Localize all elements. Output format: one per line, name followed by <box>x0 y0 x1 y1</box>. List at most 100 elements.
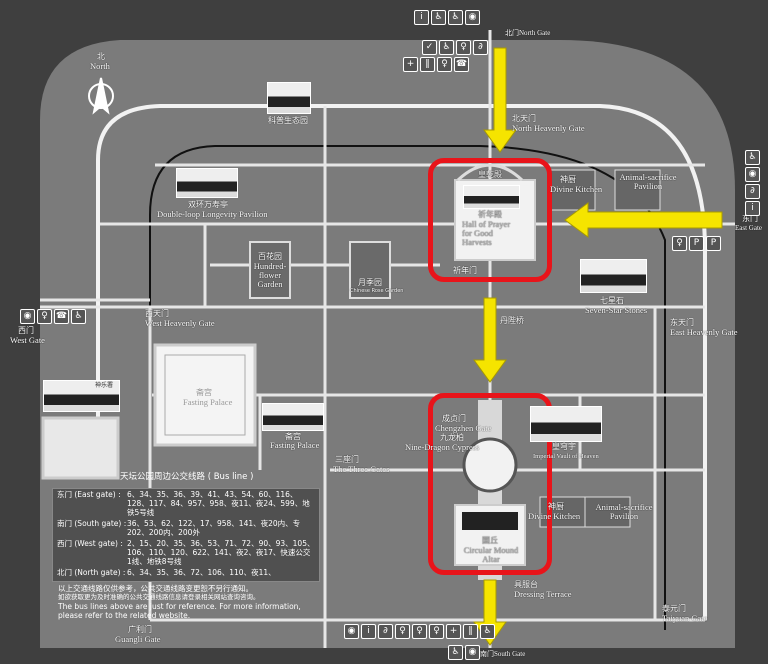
stroller-icon: ∂ <box>745 184 760 199</box>
bus-gate: 东门 (East gate) : <box>57 490 121 499</box>
east-heavenly-gate-cn: 东天门 <box>670 318 694 327</box>
guangli-gate-en: Guangli Gate <box>115 634 161 644</box>
fasting-palace-photo <box>262 403 324 431</box>
double-loop-en: Double-loop Longevity Pavilion <box>157 209 268 219</box>
north-heavenly-gate-cn: 北天门 <box>512 114 536 123</box>
hall-photo <box>463 185 520 209</box>
west-heavenly-gate-cn: 西天门 <box>145 309 169 318</box>
seven-star-photo <box>580 259 647 293</box>
music-office-photo <box>43 380 120 412</box>
music-office-compound <box>41 416 120 480</box>
cypress-cn: 九龙柏 <box>440 433 464 442</box>
locker-icon: ‖ <box>463 624 478 639</box>
bus-lines: 2、15、20、35、36、53、71、72、90、93、105、106、110… <box>127 539 315 566</box>
bus-note: 以上交通线路仅供参考，公共交通线路变更恕不另行通知。 如欲获取更为及时准确的公共… <box>58 584 301 620</box>
icons-north-mid: ✓♿♀∂ <box>422 40 488 55</box>
qinian-gate-label: 祈年门 <box>453 266 477 275</box>
toilet-icon: ♀ <box>437 57 452 72</box>
fasting-palace-compound <box>153 343 257 447</box>
east-gate-en: East Gate <box>735 224 763 232</box>
seven-cn: 七星石 <box>600 296 624 305</box>
music-office-label: 神乐署 <box>95 382 114 389</box>
chengzhen-gate-en: Chengzhen Gate <box>435 423 492 433</box>
info-icon: i <box>361 624 376 639</box>
bus-note-cn2: 如欲获取更为及时准确的公共交通线路信息请登录相关网站查询咨询。 <box>58 593 260 601</box>
bus-gate: 南门 (South gate) : <box>57 519 127 528</box>
camera-icon: ◉ <box>20 309 35 324</box>
east-gate-cn: 东门 <box>742 214 758 223</box>
imperial-vault-wall <box>462 437 518 493</box>
compass-icon <box>88 77 114 115</box>
bus-note-cn1: 以上交通线路仅供参考，公共交通线路变更恕不另行通知。 <box>58 584 253 593</box>
dressing-en: Dressing Terrace <box>514 589 572 599</box>
info-icon: i <box>745 201 760 216</box>
danbi-label: 丹陛桥 <box>500 316 524 325</box>
ticket-icon: ✓ <box>422 40 437 55</box>
taiyuan-gate-en: Taiyuan Gate <box>662 613 708 623</box>
huangqian-label: 皇乾殿 <box>478 170 502 179</box>
parking-icon: P <box>689 236 704 251</box>
fasting-inner-en: Fasting Palace <box>183 397 233 407</box>
divine-kitchen-south-en: Divine Kitchen <box>528 511 581 521</box>
arrow-center-icon <box>473 297 507 383</box>
north-gate-label: 北门North Gate <box>505 29 551 37</box>
wheelchair-icon: ♿ <box>480 624 495 639</box>
camera-icon: ◉ <box>465 10 480 25</box>
divine-kitchen-north-cn: 神厨 <box>560 175 576 184</box>
icons-north-low: +‖♀☎ <box>403 57 469 72</box>
phone-icon: ☎ <box>54 309 69 324</box>
icons-east: ♿ ◉ ∂ i <box>745 150 761 216</box>
info-icon: i <box>414 10 429 25</box>
dressing-cn: 具服台 <box>514 580 538 589</box>
toilet-icon: ♀ <box>395 624 410 639</box>
locker-icon: ‖ <box>420 57 435 72</box>
bus-row: 东门 (East gate) : 6、34、35、36、39、41、43、54、6… <box>53 489 319 518</box>
hall-en: Hall of Prayer for Good Harvests <box>462 219 511 247</box>
compass-cn: 北 <box>97 52 105 61</box>
fasting-en: Fasting Palace <box>270 440 320 450</box>
icons-south: ◉i∂♀♀♀+‖♿ <box>344 624 495 639</box>
hundred-cn: 百花园 <box>258 252 282 261</box>
three-gates-en: The Three Gates <box>333 464 390 474</box>
arrow-north-icon <box>483 47 517 153</box>
rose-garden <box>349 241 391 299</box>
rose-en: Chinese Rose Garden <box>350 288 404 294</box>
bus-row: 西门 (West gate) : 2、15、20、35、36、53、71、72、9… <box>53 538 319 567</box>
camera-icon: ◉ <box>745 167 760 182</box>
hundred-en: Hundred-flower Garden <box>253 261 287 289</box>
camera-icon: ◉ <box>344 624 359 639</box>
icons-north-top: i♿♿◉ <box>414 10 480 25</box>
altar-en: Circular Mound Altar <box>463 545 519 564</box>
compass-en: North <box>90 61 110 71</box>
toilet-icon: ♀ <box>672 236 687 251</box>
seven-en: Seven-Star Stones <box>585 305 648 315</box>
bus-gate: 西门 (West gate) : <box>57 539 123 548</box>
icons-west: ◉♀☎♿ <box>20 309 86 324</box>
vault-en: Imperial Vault of Heaven <box>533 453 599 460</box>
imperial-vault-photo <box>530 406 602 442</box>
fasting-inner-cn: 斋宫 <box>196 388 212 397</box>
bus-row: 北门 (North gate) :6、34、35、36、72、106、110、夜… <box>53 567 319 578</box>
bus-lines: 36、53、62、122、17、958、141、夜20内、专202、200内、2… <box>127 519 301 537</box>
divine-kitchen-north-en: Divine Kitchen <box>550 184 603 194</box>
divine-kitchen-south-cn: 神厨 <box>548 502 564 511</box>
taiyuan-gate-cn: 泰元门 <box>662 604 686 613</box>
first-aid-icon: + <box>403 57 418 72</box>
stroller-icon: ∂ <box>473 40 488 55</box>
hundred-flower-garden <box>249 241 291 299</box>
toilet-icon: ♀ <box>37 309 52 324</box>
bus-gate: 北门 (North gate) : <box>57 568 126 577</box>
bus-lines: 6、34、35、36、72、106、110、夜11、 <box>127 568 276 577</box>
vault-cn: 皇穹宇 <box>552 442 576 451</box>
eco-garden-label: 科普生态园 <box>268 116 308 125</box>
icons-south-gate: ♿◉ <box>448 645 480 660</box>
bus-table: 东门 (East gate) : 6、34、35、36、39、41、43、54、6… <box>52 488 320 582</box>
wheelchair-icon: ♿ <box>745 150 760 165</box>
bus-note-en1: The bus lines above are just for referen… <box>58 602 301 611</box>
bus-lines: 6、34、35、36、39、41、43、54、60、116、128、117、84… <box>127 490 310 517</box>
wheelchair-icon: ♿ <box>431 10 446 25</box>
guangli-gate-cn: 广利门 <box>128 625 152 634</box>
bus-row: 南门 (South gate) :36、53、62、122、17、958、141… <box>53 518 319 538</box>
wheelchair-icon: ♿ <box>448 645 463 660</box>
